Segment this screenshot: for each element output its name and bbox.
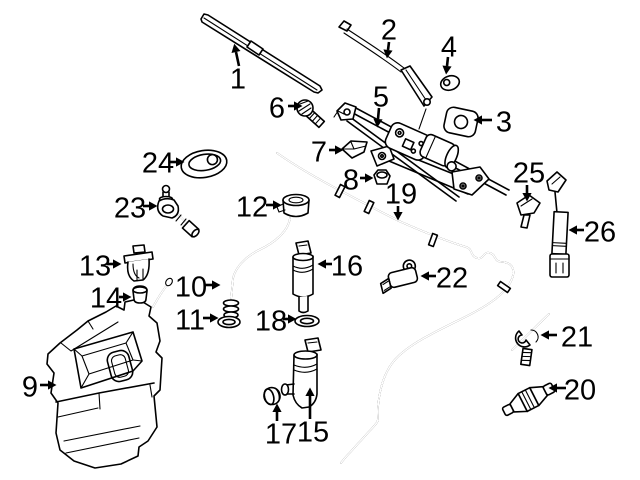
cap-bracket-drawing [123,244,154,282]
callout-25-retainer-clip[interactable]: 25 [513,157,545,202]
callout-5-wiper-motor-linkage[interactable]: 5 [373,81,389,128]
callout-1-wiper-blade[interactable]: 1 [230,43,246,96]
callout-10-filler-hose[interactable]: 10 [175,271,221,303]
callout-7-bracket-clip[interactable]: 7 [311,136,344,168]
callout-14-grommet[interactable]: 14 [90,282,132,314]
svg-text:8: 8 [343,164,359,196]
callout-8-grommet-nut[interactable]: 8 [343,164,374,196]
check-valve-drawing [501,382,556,417]
wiper-linkage-drawing [333,102,510,202]
svg-text:7: 7 [311,136,327,168]
svg-text:16: 16 [331,250,363,282]
callout-15-washer-pump-front[interactable]: 15 [297,387,329,449]
callout-16-washer-pump-rear[interactable]: 16 [317,250,364,282]
inline-connector-drawing [546,171,570,278]
svg-text:22: 22 [436,262,468,294]
svg-text:11: 11 [175,304,205,336]
svg-text:13: 13 [79,250,111,282]
svg-text:24: 24 [142,147,174,179]
wiper-blade-drawing [200,13,323,94]
callout-23-washer-nozzle[interactable]: 23 [114,192,158,224]
o-ring-pump-drawing [294,314,320,328]
callout-6-bolt[interactable]: 6 [269,92,303,124]
svg-text:6: 6 [269,92,285,124]
wiper-arm-drawing [338,20,433,107]
svg-text:10: 10 [175,271,207,303]
callout-13-cap-bracket[interactable]: 13 [79,250,122,282]
callout-20-check-valve[interactable]: 20 [548,374,597,406]
svg-text:1: 1 [230,63,246,95]
svg-text:21: 21 [561,321,593,353]
grommet-drawing [132,285,148,304]
svg-text:18: 18 [255,305,287,337]
svg-text:9: 9 [22,371,38,403]
gasket-drawing [443,106,479,138]
callout-24-oval-seal[interactable]: 24 [142,147,185,179]
svg-text:4: 4 [441,31,457,63]
svg-text:19: 19 [385,178,417,210]
svg-text:17: 17 [265,418,297,450]
callout-11-o-ring-filler[interactable]: 11 [175,304,219,336]
washer-nozzle-drawing [156,184,200,238]
washer-pump-rear-drawing [292,240,314,314]
svg-text:15: 15 [297,416,329,448]
retainer-clip-drawing [516,194,541,229]
callout-3-pivot-gasket[interactable]: 3 [473,106,513,138]
reservoir-drawing [46,277,173,469]
callout-19-washer-hose[interactable]: 19 [385,178,417,221]
hose-clip-drawing [511,313,550,367]
callout-22-washer-nozzle-jet[interactable]: 22 [420,262,469,294]
washer-pump-front-drawing [280,337,322,409]
callout-12-filler-neck[interactable]: 12 [236,191,282,223]
callout-4-cap-nut[interactable]: 4 [441,31,457,75]
bracket-clip-drawing [341,140,368,159]
callout-21-hose-clip[interactable]: 21 [540,321,594,353]
bolt-drawing [296,99,326,129]
svg-text:14: 14 [90,282,122,314]
diagram-line-art [46,13,570,469]
o-ring-filler-drawing [217,315,241,329]
filler-hose-drawing [222,217,291,319]
callout-26-inline-connector[interactable]: 26 [568,216,617,248]
svg-text:12: 12 [236,191,268,223]
cap-nut-drawing [439,74,461,92]
filler-neck-drawing [276,193,310,218]
nozzle-jet-drawing [379,259,419,295]
oval-seal-drawing [180,149,228,179]
callout-2-wiper-arm[interactable]: 2 [381,14,397,59]
svg-text:23: 23 [114,192,146,224]
grommet-nut-drawing [373,169,391,185]
callout-17-cap-plug[interactable]: 17 [265,403,297,451]
svg-text:20: 20 [564,374,596,406]
cap-plug-drawing [263,386,281,406]
svg-text:2: 2 [381,14,397,46]
svg-text:5: 5 [373,81,389,113]
svg-text:3: 3 [496,106,512,138]
callout-9-washer-reservoir[interactable]: 9 [22,371,57,403]
washer-hose-drawing [276,152,515,464]
svg-text:25: 25 [513,157,545,189]
callout-18-o-ring-pump[interactable]: 18 [255,305,297,337]
svg-text:26: 26 [584,216,616,248]
